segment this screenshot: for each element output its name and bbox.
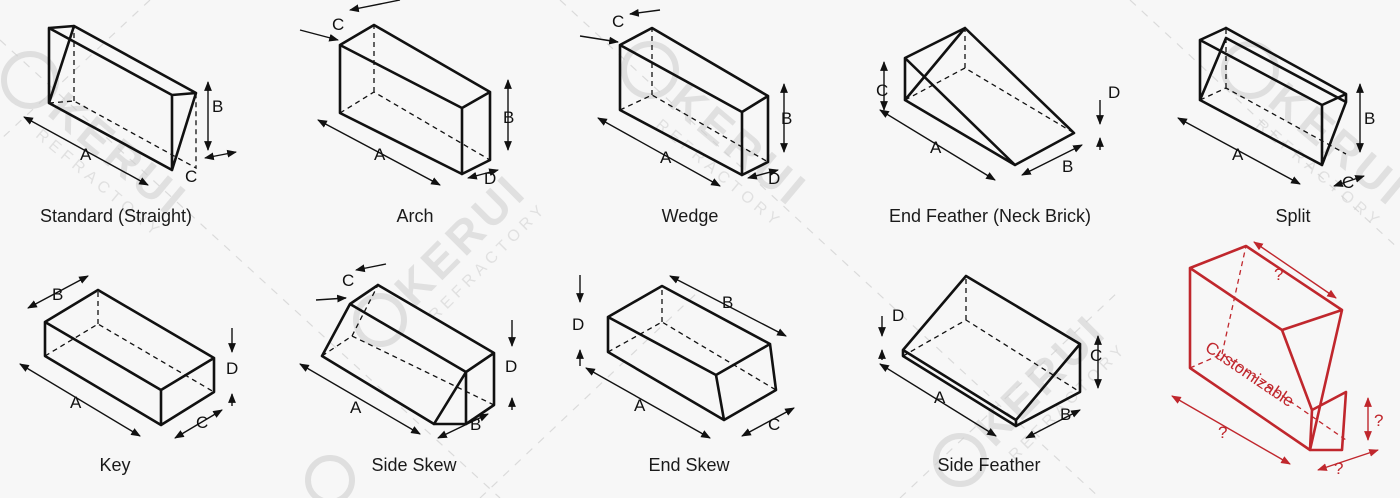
- caption-end-feather: End Feather (Neck Brick): [889, 206, 1091, 226]
- dim-label-b: B: [470, 415, 481, 434]
- dim-label-c: C: [342, 271, 354, 290]
- dim-label-c: C: [768, 415, 780, 434]
- brick-customizable-dims: ? ? ? ?: [1171, 241, 1383, 478]
- dim-label-b: B: [781, 109, 792, 128]
- dim-label-b: B: [212, 97, 223, 116]
- brick-wedge-dims: A B C D: [579, 8, 792, 188]
- caption-split: Split: [1275, 206, 1310, 226]
- brick-side-skew-dims: A B C D: [299, 263, 517, 439]
- brick-side-feather-dims: A B C D: [878, 306, 1102, 439]
- caption-wedge: Wedge: [662, 206, 719, 226]
- dim-label-b: B: [1060, 405, 1071, 424]
- dim-label-a: A: [930, 138, 942, 157]
- brick-customizable: ? ? ? ? Customizable: [1171, 241, 1383, 478]
- dim-label-c: C: [1090, 346, 1102, 365]
- dim-label-b: B: [503, 108, 514, 127]
- dim-label-b: B: [1364, 109, 1375, 128]
- dim-label-a: A: [660, 148, 672, 167]
- brick-side-feather: A B C D Side Feather: [878, 274, 1102, 475]
- dim-label-c: C: [612, 12, 624, 31]
- dim-label-a: A: [80, 145, 92, 164]
- brick-side-skew-shape: [320, 283, 496, 426]
- brick-key: A B C D Key: [19, 275, 238, 475]
- dim-label-d: D: [484, 169, 496, 188]
- caption-side-feather: Side Feather: [937, 455, 1040, 475]
- brick-end-skew-dims: A B C D: [572, 275, 795, 439]
- dim-label-width: ?: [1334, 459, 1343, 478]
- brick-end-feather: A B C D End Feather (Neck Brick): [876, 26, 1120, 226]
- brick-end-feather-dims: A B C D: [876, 61, 1120, 181]
- caption-side-skew: Side Skew: [371, 455, 457, 475]
- caption-arch: Arch: [396, 206, 433, 226]
- brick-arch-dims: A B C D: [299, 0, 514, 188]
- dim-label-a: A: [634, 396, 646, 415]
- dim-label-c: C: [876, 81, 888, 100]
- dim-label-a: A: [934, 388, 946, 407]
- brick-side-skew: A B C D Side Skew: [299, 263, 517, 475]
- dim-label-a: A: [374, 145, 386, 164]
- dim-label-d: D: [768, 169, 780, 188]
- caption-standard: Standard (Straight): [40, 206, 192, 226]
- brick-split-shape: [1198, 26, 1348, 167]
- brick-standard: A B C Standard (Straight): [23, 24, 237, 226]
- dim-label-a: A: [350, 398, 362, 417]
- dim-label-c: C: [185, 167, 197, 186]
- brick-key-dims: A B C D: [19, 275, 238, 439]
- dim-label-d: D: [572, 315, 584, 334]
- caption-key: Key: [99, 455, 130, 475]
- dim-label-b: B: [722, 293, 733, 312]
- dim-label-a: A: [1232, 145, 1244, 164]
- dim-label-top: ?: [1274, 265, 1283, 284]
- dim-label-length: ?: [1218, 423, 1227, 442]
- dim-label-c: C: [196, 413, 208, 432]
- dim-label-a: A: [70, 393, 82, 412]
- brick-arch-shape: [338, 23, 492, 176]
- dim-label-b: B: [52, 285, 63, 304]
- dim-label-d: D: [505, 357, 517, 376]
- brick-arch: A B C D Arch: [299, 0, 514, 226]
- brick-end-skew: A B C D End Skew: [572, 275, 795, 475]
- customizable-label: Customizable: [1202, 338, 1298, 411]
- dim-label-d: D: [226, 359, 238, 378]
- brick-split-dims: A B C: [1177, 83, 1375, 192]
- dim-label-b: B: [1062, 157, 1073, 176]
- caption-end-skew: End Skew: [648, 455, 730, 475]
- brick-wedge: A B C D Wedge: [579, 8, 792, 226]
- dim-label-d: D: [1108, 83, 1120, 102]
- brick-customizable-shape: [1188, 244, 1348, 452]
- dim-label-d: D: [892, 306, 904, 325]
- dim-label-c: C: [332, 15, 344, 34]
- brick-standard-dims: A B C: [23, 81, 237, 186]
- brick-split: A B C Split: [1177, 26, 1375, 226]
- dim-label-height: ?: [1374, 411, 1383, 430]
- dim-label-c: C: [1342, 173, 1354, 192]
